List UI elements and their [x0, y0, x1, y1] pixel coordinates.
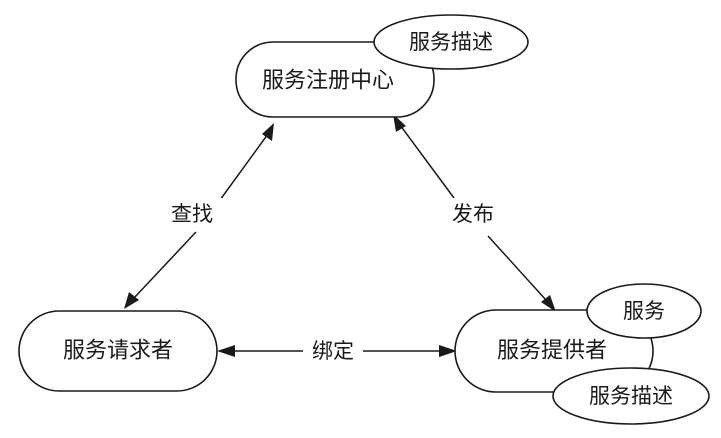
edge-find-label: 查找 — [171, 202, 213, 226]
edge-publish-label: 发布 — [452, 202, 494, 226]
provider-description-label: 服务描述 — [589, 384, 673, 408]
node-registry: 服务注册中心 — [235, 41, 435, 118]
provider-description: 服务描述 — [552, 367, 710, 425]
provider-service-label: 服务 — [623, 299, 665, 323]
node-registry-shape — [235, 41, 435, 118]
edge-publish-arrow-to-registry — [393, 114, 406, 132]
edge-bind-label: 绑定 — [312, 339, 354, 363]
node-requester: 服务请求者 — [18, 310, 218, 392]
edge-find-arrow-to-registry — [262, 123, 274, 141]
node-requester-shape — [18, 310, 218, 392]
registry-description-label: 服务描述 — [409, 30, 493, 54]
node-provider-label: 服务提供者 — [497, 339, 607, 364]
provider-service: 服务 — [586, 283, 702, 339]
edge-publish-arrow-to-provider — [541, 295, 556, 312]
registry-description-ellipse — [373, 14, 529, 70]
edge-bind-arrow-to-requester — [217, 345, 235, 357]
edge-find-line-upper — [219, 133, 269, 201]
edge-publish-line-upper — [399, 124, 455, 199]
edge-find-line-lower — [133, 231, 197, 299]
registry-description: 服务描述 — [373, 14, 529, 70]
edge-publish: 发布 — [393, 114, 556, 312]
provider-description-ellipse — [552, 367, 710, 425]
edge-publish-line-lower — [487, 235, 547, 301]
edge-find-arrow-to-requester — [124, 292, 139, 309]
edge-find: 查找 — [124, 123, 274, 309]
edge-bind-arrow-to-provider — [439, 345, 457, 357]
node-requester-label: 服务请求者 — [63, 339, 173, 364]
node-registry-label: 服务注册中心 — [262, 69, 394, 94]
edge-bind: 绑定 — [217, 336, 457, 366]
provider-service-ellipse — [586, 283, 702, 339]
